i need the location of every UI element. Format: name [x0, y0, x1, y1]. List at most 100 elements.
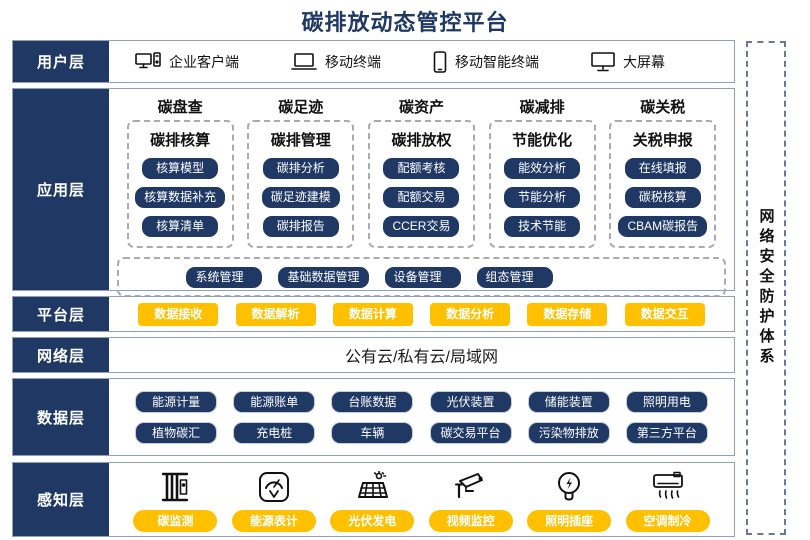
- data-item: 车辆: [331, 421, 414, 444]
- app-item: 配额考核: [383, 158, 460, 179]
- perception-item-carbon-monitor: 碳监测: [133, 469, 218, 532]
- data-item: 充电桩: [233, 421, 316, 444]
- data-layer-label: 数据层: [13, 379, 109, 455]
- network-layer-row: 网络层 公有云/私有云/局域网: [12, 337, 735, 373]
- perception-item-energy-meter: 能源表计: [231, 469, 316, 532]
- group-box: 关税申报 在线填报 碳税核算 CBAM碳报告: [609, 120, 717, 248]
- group-title: 碳减排: [519, 99, 565, 116]
- desktop-client-icon: [135, 51, 161, 72]
- app-item: 能效分析: [504, 158, 581, 179]
- data-item: 污染物排放: [527, 421, 610, 444]
- platform-item: 数据接收: [138, 302, 219, 326]
- app-item: CBAM碳报告: [618, 216, 708, 237]
- perception-item-label: 光伏发电: [330, 510, 415, 532]
- platform-layer-label: 平台层: [13, 297, 109, 331]
- data-layer-content: 能源计量 能源账单 台账数据 光伏装置 储能装置 照明用电 植物碳汇 充电桩 车…: [109, 379, 734, 455]
- user-layer-label: 用户层: [13, 41, 109, 82]
- group-box: 节能优化 能效分析 节能分析 技术节能: [488, 120, 596, 248]
- user-item-label: 移动智能终端: [455, 53, 539, 70]
- user-item-label: 企业客户端: [169, 53, 239, 70]
- user-item-enterprise-client: 企业客户端: [135, 51, 239, 72]
- perception-layer-label: 感知层: [13, 463, 109, 536]
- security-system-box: 网络安全防护体系: [746, 41, 786, 535]
- app-group-carbon-footprint: 碳足迹 碳排管理 碳排分析 碳足迹建模 碳排报告: [247, 94, 355, 248]
- platform-layer-row: 平台层 数据接收 数据解析 数据计算 数据分析 数据存储 数据交互: [12, 296, 735, 332]
- app-item: CCER交易: [383, 216, 460, 237]
- carbon-monitor-icon: [160, 469, 190, 503]
- data-item: 光伏装置: [429, 390, 512, 413]
- app-group-carbon-tariff: 碳关税 关税申报 在线填报 碳税核算 CBAM碳报告: [609, 94, 717, 248]
- smartphone-icon: [433, 50, 447, 73]
- app-group-carbon-asset: 碳资产 碳排放权 配额考核 配额交易 CCER交易: [367, 94, 475, 248]
- app-item: 节能分析: [504, 187, 581, 208]
- application-layer-label: 应用层: [13, 89, 109, 290]
- common-item: 系统管理: [186, 266, 263, 288]
- big-screen-icon: [591, 51, 615, 72]
- application-groups: 碳盘查 碳排核算 核算模型 核算数据补充 核算清单 碳足迹 碳排管理 碳排分析 …: [109, 89, 734, 248]
- platform-item: 数据交互: [624, 302, 705, 326]
- data-item: 照明用电: [625, 390, 708, 413]
- group-title: 碳足迹: [278, 99, 324, 116]
- data-layer-row: 数据层 能源计量 能源账单 台账数据 光伏装置 储能装置 照明用电 植物碳汇 充…: [12, 378, 735, 456]
- platform-item: 数据计算: [332, 302, 413, 326]
- app-item: 核算数据补充: [135, 187, 226, 208]
- group-title: 碳关税: [640, 99, 686, 116]
- data-item: 能源计量: [135, 390, 218, 413]
- user-item-mobile-terminal: 移动终端: [291, 52, 381, 72]
- network-layer-text: 公有云/私有云/局域网: [345, 349, 498, 366]
- data-item: 碳交易平台: [429, 421, 512, 444]
- group-subtitle: 碳排核算: [150, 132, 211, 149]
- lighting-socket-icon: [556, 469, 582, 503]
- app-common-box: 系统管理 基础数据管理 设备管理 组态管理: [117, 257, 726, 297]
- solar-power-icon: [355, 469, 389, 503]
- app-item: 碳足迹建模: [261, 187, 340, 208]
- perception-item-air-conditioner: 空调制冷: [625, 469, 710, 532]
- air-conditioner-icon: [651, 469, 685, 503]
- data-item: 能源账单: [233, 390, 316, 413]
- perception-item-label: 照明插座: [527, 510, 612, 532]
- group-subtitle: 关税申报: [632, 132, 693, 149]
- group-subtitle: 碳排管理: [270, 132, 331, 149]
- cctv-camera-icon: [454, 469, 488, 503]
- perception-item-solar-power: 光伏发电: [330, 469, 415, 532]
- app-item: 碳税核算: [624, 187, 701, 208]
- security-system-label: 网络安全防护体系: [757, 208, 775, 368]
- data-row-1: 能源计量 能源账单 台账数据 光伏装置 储能装置 照明用电: [119, 390, 724, 413]
- user-item-big-screen: 大屏幕: [591, 51, 665, 72]
- group-box: 碳排核算 核算模型 核算数据补充 核算清单: [126, 120, 234, 248]
- app-item: 在线填报: [624, 158, 701, 179]
- page-title: 碳排放动态管控平台: [301, 10, 509, 35]
- common-item: 基础数据管理: [278, 266, 369, 288]
- platform-item: 数据存储: [527, 302, 608, 326]
- user-item-smart-mobile: 移动智能终端: [433, 50, 539, 73]
- perception-item-label: 能源表计: [231, 510, 316, 532]
- group-box: 碳排管理 碳排分析 碳足迹建模 碳排报告: [247, 120, 355, 248]
- app-common-items: 系统管理 基础数据管理 设备管理 组态管理: [186, 266, 553, 288]
- group-title: 碳盘查: [157, 99, 203, 116]
- user-item-label: 移动终端: [325, 53, 381, 70]
- app-group-carbon-inventory: 碳盘查 碳排核算 核算模型 核算数据补充 核算清单: [126, 94, 234, 248]
- app-item: 技术节能: [504, 216, 581, 237]
- platform-item: 数据分析: [430, 302, 511, 326]
- laptop-icon: [291, 52, 317, 71]
- app-item: 配额交易: [383, 187, 460, 208]
- perception-layer-row: 感知层 碳监测: [12, 462, 735, 537]
- app-item: 核算清单: [142, 216, 219, 237]
- application-layer-content: 碳盘查 碳排核算 核算模型 核算数据补充 核算清单 碳足迹 碳排管理 碳排分析 …: [109, 89, 734, 297]
- app-item: 核算模型: [142, 158, 219, 179]
- app-item: 碳排报告: [262, 216, 339, 237]
- group-subtitle: 节能优化: [512, 132, 573, 149]
- group-box: 碳排放权 配额考核 配额交易 CCER交易: [367, 120, 475, 248]
- platform-item: 数据解析: [235, 302, 316, 326]
- perception-layer-content: 碳监测 能源表计: [109, 463, 734, 540]
- user-layer-content: 企业客户端 移动终端 移动智能终端: [109, 41, 734, 82]
- perception-item-label: 碳监测: [133, 510, 218, 532]
- perception-item-label: 视频监控: [428, 510, 513, 532]
- data-row-2: 植物碳汇 充电桩 车辆 碳交易平台 污染物排放 第三方平台: [119, 421, 724, 444]
- application-layer-row: 应用层 碳盘查 碳排核算 核算模型 核算数据补充 核算清单 碳足迹 碳排管理: [12, 88, 735, 297]
- group-subtitle: 碳排放权: [391, 132, 452, 149]
- app-group-carbon-reduction: 碳减排 节能优化 能效分析 节能分析 技术节能: [488, 94, 596, 248]
- network-layer-label: 网络层: [13, 338, 109, 372]
- common-item: 设备管理: [384, 266, 461, 288]
